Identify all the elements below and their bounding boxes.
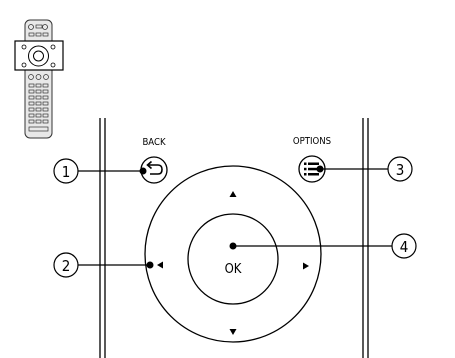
callout-3: 3 xyxy=(387,156,413,182)
down-arrow-icon xyxy=(229,329,237,335)
back-label: BACK xyxy=(142,137,166,148)
callout-1: 1 xyxy=(53,158,79,184)
leader-dots xyxy=(139,165,324,269)
callout-4: 4 xyxy=(391,233,417,259)
right-arrow-icon xyxy=(303,262,309,270)
svg-text:1: 1 xyxy=(62,163,71,181)
navigation-ring xyxy=(144,165,322,343)
options-label: OPTIONS xyxy=(293,136,331,147)
left-arrow-icon xyxy=(157,261,163,269)
ok-button xyxy=(187,213,279,305)
back-arrow-icon xyxy=(146,160,163,175)
ok-label: OK xyxy=(225,262,242,277)
svg-text:2: 2 xyxy=(62,257,71,275)
remote-thumbnail xyxy=(14,19,64,139)
svg-text:4: 4 xyxy=(400,238,409,256)
leader-lines xyxy=(78,168,392,266)
remote-body-edges xyxy=(99,118,369,358)
callout-2: 2 xyxy=(53,252,79,278)
svg-text:3: 3 xyxy=(396,161,405,179)
back-button xyxy=(140,156,168,184)
up-arrow-icon xyxy=(229,191,237,197)
